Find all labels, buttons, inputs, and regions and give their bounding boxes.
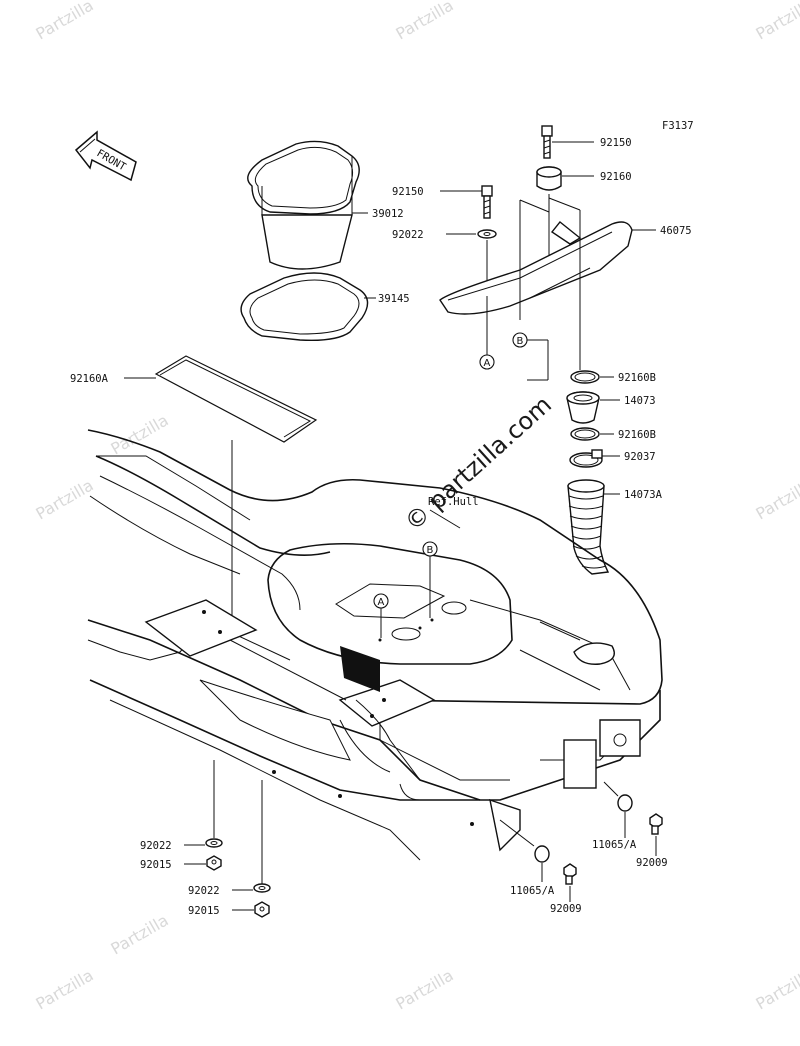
part-label-92150-top: 92150 [600, 137, 632, 149]
svg-text:B: B [427, 545, 434, 556]
watermark-text: Partzilla [753, 965, 800, 1013]
part-label-92022-top: 92022 [392, 229, 424, 241]
washer-92022-b: 92022 [188, 780, 271, 897]
figure-code: F3137 [662, 120, 694, 132]
part-label-11065A-1: 11065/A [592, 839, 637, 851]
callout-a-hull: A [373, 593, 389, 638]
part-label-39012: 39012 [372, 208, 404, 220]
watermark-text: Partzilla [108, 410, 172, 458]
bolt-92009-2: 92009 [550, 863, 582, 915]
watermark-text: Partzilla [33, 0, 97, 43]
part-label-92160B-1: 92160B [618, 372, 656, 384]
part-label-92009-1: 92009 [636, 857, 668, 869]
svg-text:B: B [517, 336, 524, 347]
svg-text:© partzilla.com: © partzilla.com [399, 390, 557, 536]
part-label-92150-left: 92150 [392, 186, 424, 198]
gasket-39145: 39145 [240, 272, 410, 342]
callout-b-hull: B [422, 541, 438, 618]
part-label-92022-a: 92022 [140, 840, 172, 852]
part-label-14073A: 14073A [624, 489, 663, 501]
svg-text:A: A [484, 358, 491, 369]
hull-reference-label: Ref.Hull [428, 496, 479, 508]
svg-text:A: A [378, 597, 385, 608]
callout-a-top: A [479, 354, 495, 370]
part-label-92160: 92160 [600, 171, 632, 183]
watermark-text: Partzilla [753, 0, 800, 43]
cap-11065A-2: 11065/A [499, 819, 555, 897]
fitting-14073: 14073 [566, 391, 656, 424]
washer-92022-a: 92022 [140, 760, 223, 852]
part-label-14073: 14073 [624, 395, 656, 407]
part-label-11065A-2: 11065/A [510, 885, 555, 897]
grommet-92160: 92160 [536, 166, 632, 255]
bolt-92150-top: 92150 [541, 125, 632, 159]
watermark-text: Partzilla [753, 475, 800, 523]
part-label-92009-2: 92009 [550, 903, 582, 915]
part-label-39145: 39145 [378, 293, 410, 305]
part-label-92015-a: 92015 [140, 859, 172, 871]
watermark-text: Partzilla [393, 0, 457, 43]
watermark-text: Partzilla [393, 965, 457, 1013]
cap-11065A-1: 11065/A [592, 781, 637, 851]
oring-92160B-1: 92160B [570, 370, 656, 384]
part-label-46075: 46075 [660, 225, 692, 237]
nut-92015-b: 92015 [188, 901, 270, 918]
bolt-92009-1: 92009 [636, 813, 668, 869]
hull-outline: Ref.Hull [87, 429, 663, 861]
part-label-92015-b: 92015 [188, 905, 220, 917]
watermark-text: Partzilla [33, 475, 97, 523]
center-watermark: © partzilla.com [399, 390, 557, 536]
bolt-92150-left: 92150 [392, 185, 493, 219]
part-label-92160A: 92160A [70, 373, 109, 385]
nut-92015-a: 92015 [140, 855, 222, 871]
part-label-92037: 92037 [624, 451, 656, 463]
callout-b-top: B [512, 332, 549, 381]
part-label-92022-b: 92022 [188, 885, 220, 897]
washer-92022-top: 92022 [392, 229, 497, 290]
watermark-text: Partzilla [33, 965, 97, 1013]
front-arrow-icon: FRONT [74, 130, 137, 182]
oring-92160B-2: 92160B [570, 427, 656, 441]
hose-14073A: 14073A [567, 479, 663, 575]
storage-bin-39012: 39012 [247, 140, 404, 270]
part-label-92160B-2: 92160B [618, 429, 656, 441]
handle-46075: 46075 [439, 197, 692, 370]
clamp-92037: 92037 [569, 449, 656, 468]
pad-92160A: 92160A [70, 355, 318, 630]
watermark-text: Partzilla [108, 910, 172, 958]
